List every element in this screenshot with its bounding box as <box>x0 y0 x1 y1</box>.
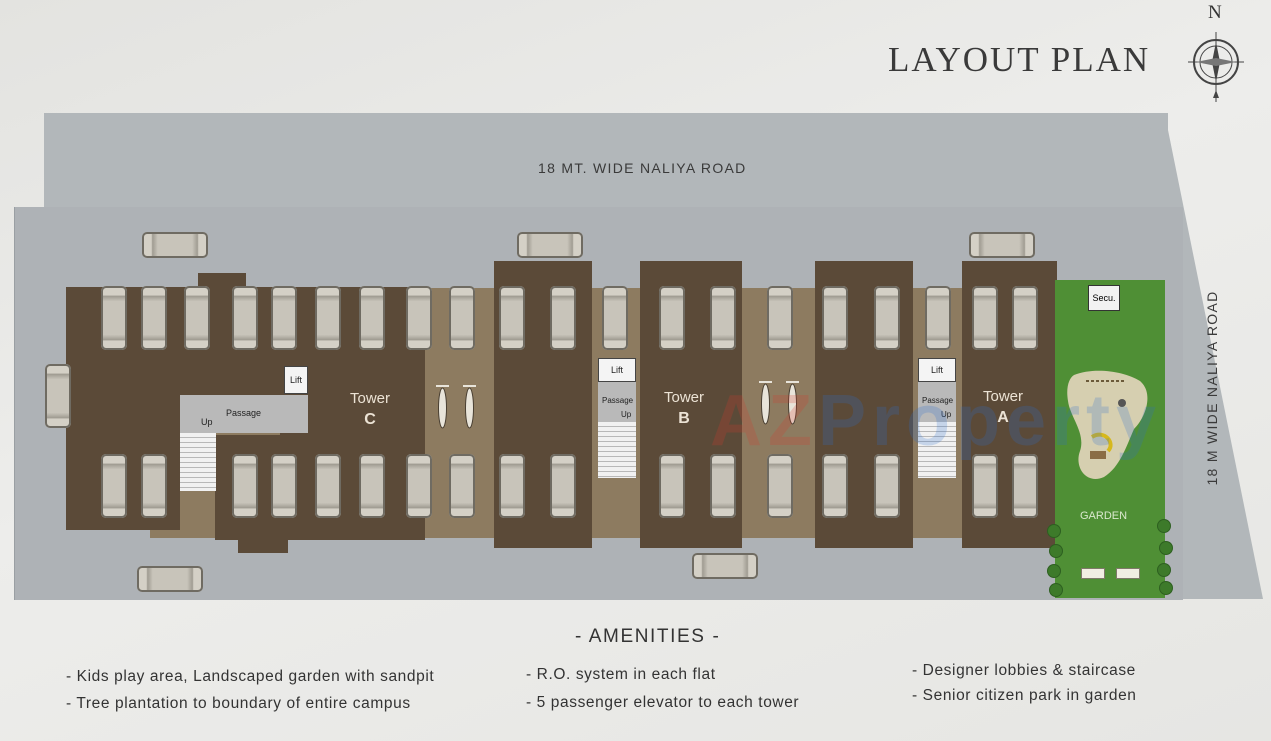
parking-car-icon <box>550 286 576 350</box>
two-wheeler-icon <box>436 385 449 429</box>
parking-car-icon <box>406 286 432 350</box>
amenity-item: - Designer lobbies & staircase <box>912 662 1136 679</box>
tower-b-lift-label: Lift <box>610 365 623 375</box>
tower-b-staircase <box>598 422 636 478</box>
parking-car-icon <box>822 454 848 518</box>
tower-a-up-label: Up <box>941 410 952 419</box>
parking-car-icon <box>550 454 576 518</box>
tower-c-staircase <box>180 433 216 491</box>
tower-b-label: Tower <box>663 389 704 406</box>
tower-a-passage <box>918 382 956 422</box>
tower-c-label: Tower <box>349 390 390 407</box>
tree-icon <box>1050 545 1062 557</box>
parking-car-icon <box>767 454 793 518</box>
parking-car-icon <box>315 454 341 518</box>
parking-car-icon <box>659 286 685 350</box>
parking-car-icon <box>406 454 432 518</box>
right-road-label: 18 M WIDE NALIYA ROAD <box>1204 290 1220 486</box>
tree-icon <box>1050 584 1062 596</box>
parking-car-icon <box>449 454 475 518</box>
amenity-item: - Senior citizen park in garden <box>912 687 1137 704</box>
top-road <box>44 113 1168 207</box>
tower-a-letter: A <box>997 409 1009 426</box>
security-label: Secu. <box>1092 293 1116 303</box>
tower-b-passage <box>598 382 636 422</box>
parking-car-icon <box>874 286 900 350</box>
parking-car-icon <box>184 286 210 350</box>
parking-car-icon <box>359 286 385 350</box>
bench-icon <box>1081 568 1105 579</box>
tree-icon <box>1048 565 1060 577</box>
amenity-item: - 5 passenger elevator to each tower <box>526 694 800 711</box>
tower-c-lift-label: Lift <box>289 375 302 385</box>
amenities-title: - AMENITIES - <box>575 626 721 647</box>
parking-car-icon <box>1012 454 1038 518</box>
parking-car-icon <box>659 454 685 518</box>
parking-car-icon <box>101 454 127 518</box>
garden-label: GARDEN <box>1080 510 1128 522</box>
tower-a-passage-label: Passage <box>922 396 954 405</box>
tower-c-passage <box>180 395 308 433</box>
parking-car-icon <box>232 454 258 518</box>
parking-car-icon <box>232 286 258 350</box>
parking-car-icon <box>315 286 341 350</box>
sandpit-play-area-icon <box>1067 370 1148 479</box>
parking-car-icon <box>767 286 793 350</box>
tower-b-letter: B <box>678 410 690 427</box>
parking-car-icon <box>1012 286 1038 350</box>
bench-icon <box>1116 568 1140 579</box>
parking-car-icon <box>517 232 583 258</box>
tree-icon <box>1158 520 1170 532</box>
parking-car-icon <box>101 286 127 350</box>
tower-c-up-label: Up <box>201 417 213 427</box>
tree-icon <box>1048 525 1060 537</box>
parking-car-icon <box>142 232 208 258</box>
tower-c-lift: Lift <box>284 366 308 394</box>
parking-car-icon <box>874 454 900 518</box>
parking-car-icon <box>271 454 297 518</box>
parking-car-icon <box>141 454 167 518</box>
tree-icon <box>1158 564 1170 576</box>
tower-a-staircase <box>918 422 956 478</box>
tower-b-lift: Lift <box>598 358 636 382</box>
tower-c-notch-bottom <box>238 520 288 553</box>
tower-c-passage-label: Passage <box>226 408 262 418</box>
parking-car-icon <box>137 566 203 592</box>
parking-car-icon <box>710 286 736 350</box>
parking-car-icon <box>359 454 385 518</box>
two-wheeler-icon <box>463 385 476 429</box>
top-road-label: 18 MT. WIDE NALIYA ROAD <box>538 160 747 176</box>
tower-b-up-label: Up <box>621 410 632 419</box>
parking-car-icon <box>499 454 525 518</box>
amenity-item: - Kids play area, Landscaped garden with… <box>66 668 435 685</box>
page-title: LAYOUT PLAN <box>888 40 1151 79</box>
two-wheeler-icon <box>786 381 799 425</box>
parking-car-icon <box>969 232 1035 258</box>
amenity-item: - R.O. system in each flat <box>526 666 716 683</box>
tree-icon <box>1160 542 1172 554</box>
parking-car-icon <box>822 286 848 350</box>
amenity-item: - Tree plantation to boundary of entire … <box>66 695 411 712</box>
parking-car-icon <box>925 286 951 350</box>
parking-car-icon <box>972 286 998 350</box>
parking-car-icon <box>692 553 758 579</box>
security-cabin: Secu. <box>1088 285 1120 311</box>
tower-a-label: Tower <box>982 388 1023 405</box>
two-wheeler-icon <box>759 381 772 425</box>
tower-a-lift-label: Lift <box>930 365 943 375</box>
compass-north-label: N <box>1208 2 1222 23</box>
parking-car-icon <box>710 454 736 518</box>
tower-a-lift: Lift <box>918 358 956 382</box>
tower-b-passage-label: Passage <box>602 396 634 405</box>
parking-car-icon <box>972 454 998 518</box>
parking-car-icon <box>141 286 167 350</box>
compass-icon <box>1188 32 1244 102</box>
parking-car-icon <box>499 286 525 350</box>
tree-icon <box>1160 582 1172 594</box>
tower-c-letter: C <box>364 411 376 428</box>
parking-car-icon <box>602 286 628 350</box>
parking-car-icon <box>271 286 297 350</box>
parking-car-icon <box>45 364 71 428</box>
parking-car-icon <box>449 286 475 350</box>
